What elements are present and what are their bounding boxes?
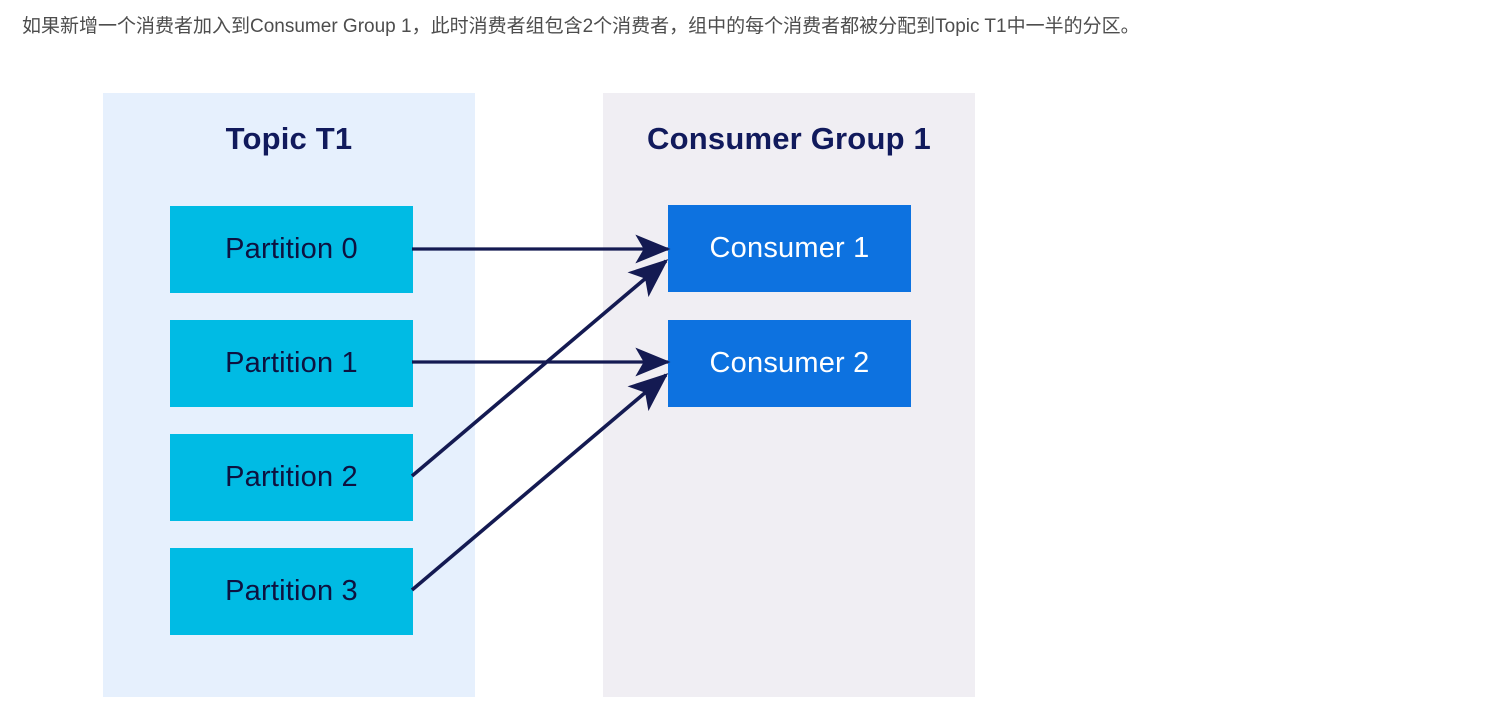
topic-panel-title: Topic T1 xyxy=(225,121,353,156)
consumer-label-2: Consumer 2 xyxy=(709,347,870,379)
partition-box-0[interactable]: Partition 0 xyxy=(170,206,413,293)
topic-panel: Topic T1 Partition 0 Partition 1 Partiti… xyxy=(103,93,475,697)
partition-label-0: Partition 0 xyxy=(225,233,358,265)
partition-label-2: Partition 2 xyxy=(225,461,358,493)
caption-text: 如果新增一个消费者加入到Consumer Group 1，此时消费者组包含2个消… xyxy=(22,16,1140,37)
consumer-box-1[interactable]: Consumer 1 xyxy=(668,205,911,292)
consumer-box-2[interactable]: Consumer 2 xyxy=(668,320,911,407)
consumer-group-panel-title: Consumer Group 1 xyxy=(647,121,931,156)
consumer-group-panel: Consumer Group 1 Consumer 1 Consumer 2 xyxy=(603,93,975,697)
partition-box-2[interactable]: Partition 2 xyxy=(170,434,413,521)
partition-box-3[interactable]: Partition 3 xyxy=(170,548,413,635)
partition-label-1: Partition 1 xyxy=(225,347,358,379)
consumer-label-1: Consumer 1 xyxy=(709,232,870,264)
partition-box-1[interactable]: Partition 1 xyxy=(170,320,413,407)
partition-label-3: Partition 3 xyxy=(225,575,358,607)
